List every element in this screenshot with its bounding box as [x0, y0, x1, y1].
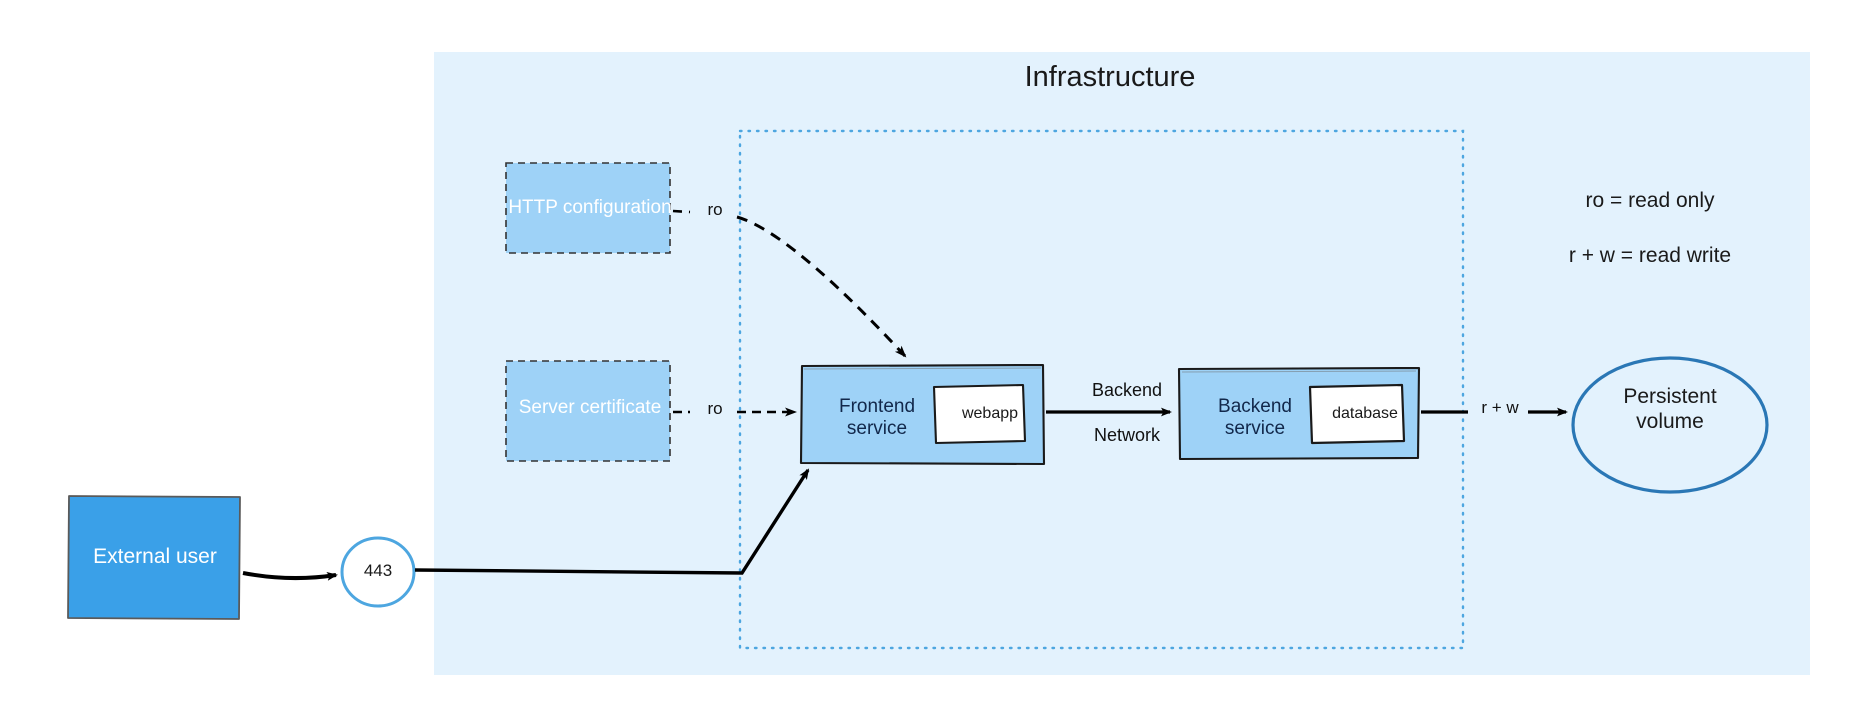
frontend-service-box-sketch: [803, 367, 1042, 370]
server-certificate-box[interactable]: [505, 360, 671, 462]
http-configuration-box[interactable]: [505, 162, 671, 254]
edge-httpconfig-to-frontend: [672, 209, 691, 214]
edge-httpconfig-to-frontend-arc: [736, 215, 907, 358]
database-box[interactable]: [1308, 383, 1406, 445]
edge-user-to-port: [242, 571, 338, 581]
external-user-box[interactable]: [67, 495, 241, 620]
persistent-volume-ellipse[interactable]: [1571, 356, 1769, 494]
edge-port-to-frontend: [414, 468, 810, 575]
port-circle[interactable]: [340, 536, 416, 608]
webapp-box[interactable]: [932, 383, 1027, 445]
backend-service-box-sketch: [1181, 370, 1417, 373]
